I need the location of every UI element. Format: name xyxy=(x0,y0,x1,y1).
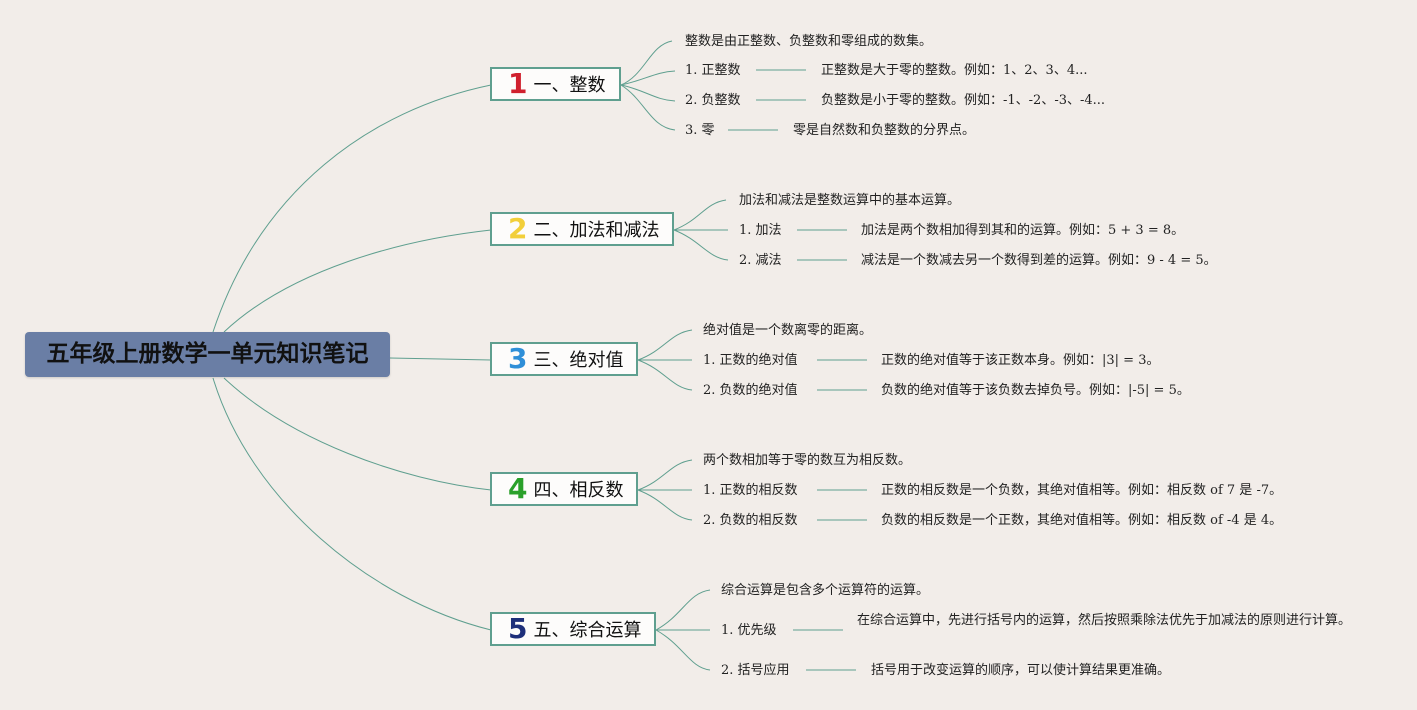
b4-fork-summary xyxy=(637,459,693,491)
branch-opposite-numbers[interactable]: 4 四、相反数 xyxy=(490,472,638,506)
b5-fork-summary xyxy=(655,589,711,631)
b4-item1-name: 1. 正数的相反数 xyxy=(703,483,798,498)
branch-addition-subtraction[interactable]: 2 二、加法和减法 xyxy=(490,212,674,246)
branch-label: 四、相反数 xyxy=(533,480,624,501)
b1-item1-name: 1. 正整数 xyxy=(685,63,741,78)
b4-item2-detail: 负数的相反数是一个正数，其绝对值相等。例如：相反数 of -4 是 4。 xyxy=(881,513,1283,528)
b5-summary: 综合运算是包含多个运算符的运算。 xyxy=(721,583,930,598)
branch-number-4: 4 xyxy=(508,472,528,505)
b3-fork-summary xyxy=(637,329,693,361)
root-link-5 xyxy=(212,377,492,631)
b2-item2-name: 2. 减法 xyxy=(739,253,782,268)
branch-absolute-value[interactable]: 3 三、绝对值 xyxy=(490,342,638,376)
b2-item2-detail: 减法是一个数减去另一个数得到差的运算。例如：9 - 4 = 5。 xyxy=(861,253,1217,268)
b5-item2-name: 2. 括号应用 xyxy=(721,663,790,678)
branch-number-2: 2 xyxy=(508,212,528,245)
root-topic[interactable]: 五年级上册数学一单元知识笔记 xyxy=(25,332,390,377)
b1-item3-name: 3. 零 xyxy=(685,123,715,138)
b1-fork-summary xyxy=(620,40,673,86)
b1-item2-detail: 负整数是小于零的整数。例如：-1、-2、-3、-4... xyxy=(821,93,1106,108)
b5-item1-detail: 在综合运算中，先进行括号内的运算，然后按照乘除法优先于加减法的原则进行计算。 xyxy=(857,613,1352,628)
b3-item2-name: 2. 负数的绝对值 xyxy=(703,383,798,398)
b2-item1-name: 1. 加法 xyxy=(739,223,782,238)
branch-label: 二、加法和减法 xyxy=(533,220,660,241)
branch-label: 一、整数 xyxy=(533,75,606,96)
b3-summary: 绝对值是一个数离零的距离。 xyxy=(703,323,873,338)
b2-fork-summary xyxy=(673,199,727,231)
root-link-1 xyxy=(212,84,492,333)
b4-item1-detail: 正数的相反数是一个负数，其绝对值相等。例如：相反数 of 7 是 -7。 xyxy=(881,483,1283,498)
b1-summary: 整数是由正整数、负整数和零组成的数集。 xyxy=(685,34,933,49)
b3-item1-name: 1. 正数的绝对值 xyxy=(703,353,798,368)
b2-item1-detail: 加法是两个数相加得到其和的运算。例如：5 + 3 = 8。 xyxy=(861,223,1185,238)
b1-item2-name: 2. 负整数 xyxy=(685,93,741,108)
branch-integers[interactable]: 1 一、整数 xyxy=(490,67,621,101)
b3-item1-detail: 正数的绝对值等于该正数本身。例如：|3| = 3。 xyxy=(881,353,1160,368)
b3-fork-item2 xyxy=(637,359,693,391)
b4-item2-name: 2. 负数的相反数 xyxy=(703,513,798,528)
branch-number-5: 5 xyxy=(508,612,528,645)
branch-label: 三、绝对值 xyxy=(533,350,624,371)
b5-item2-detail: 括号用于改变运算的顺序，可以使计算结果更准确。 xyxy=(871,663,1171,678)
branch-number-1: 1 xyxy=(508,67,528,100)
b1-fork-item1 xyxy=(620,70,676,86)
branch-mixed-operations[interactable]: 5 五、综合运算 xyxy=(490,612,656,646)
b2-summary: 加法和减法是整数运算中的基本运算。 xyxy=(739,193,961,208)
root-link-2 xyxy=(223,229,492,333)
b5-fork-item2 xyxy=(655,629,711,671)
b1-fork-item2 xyxy=(620,84,676,102)
b5-item1-name: 1. 优先级 xyxy=(721,623,777,638)
branch-number-3: 3 xyxy=(508,342,528,375)
root-link-4 xyxy=(223,377,492,491)
b2-fork-item2 xyxy=(673,229,729,261)
b4-fork-item2 xyxy=(637,489,693,521)
branch-label: 五、综合运算 xyxy=(533,620,642,641)
b1-item1-detail: 正整数是大于零的整数。例如：1、2、3、4... xyxy=(821,63,1088,78)
b4-summary: 两个数相加等于零的数互为相反数。 xyxy=(703,453,912,468)
b1-item3-detail: 零是自然数和负整数的分界点。 xyxy=(793,123,976,138)
b1-fork-item3 xyxy=(620,84,676,131)
root-link-3 xyxy=(389,357,492,361)
b3-item2-detail: 负数的绝对值等于该负数去掉负号。例如：|-5| = 5。 xyxy=(881,383,1190,398)
